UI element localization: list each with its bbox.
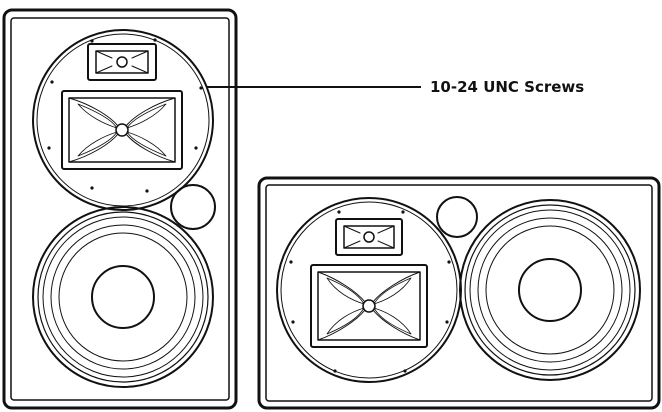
vertical-woofer-gasket [37, 211, 209, 383]
vertical-tweeter-throat [116, 56, 128, 68]
horizontal-midhorn-mouth [317, 271, 421, 341]
vertical-midhorn-mouth [68, 97, 176, 163]
horizontal-tweeter-flange [335, 218, 403, 256]
vertical-woofer-dustcap [91, 265, 155, 329]
horizontal-cabinet-inner [265, 184, 653, 402]
horizontal-midhorn-flange [310, 264, 428, 348]
screws-callout: 10-24 UNC Screws [207, 78, 584, 96]
horizontal-tweeter-horn [343, 225, 395, 249]
vertical-midhorn-petal-tl [68, 97, 119, 127]
vertical-woofer-frame [32, 206, 214, 388]
vertical-screw-holes [47, 38, 203, 193]
vertical-cabinet-outer [2, 8, 238, 410]
horizontal-woofer-cone [485, 225, 615, 355]
vertical-speaker [2, 8, 238, 410]
vertical-woofer-surround-inner [50, 224, 196, 370]
vertical-tweeter-flange [87, 43, 157, 81]
vertical-port [170, 184, 216, 230]
horizontal-woofer-gasket [464, 204, 636, 376]
horizontal-midhorn-petal-br [372, 309, 421, 341]
vertical-midhorn-petal-br [125, 133, 176, 163]
vertical-cabinet-inner [10, 17, 230, 401]
horizontal-woofer-surround-inner [477, 217, 623, 363]
horizontal-midhorn-petal-tl [317, 271, 366, 303]
vertical-midhorn-throat [115, 123, 129, 137]
horizontal-midhorn-petal-tr [372, 271, 421, 303]
horizontal-midhorn-throat [362, 299, 376, 313]
vertical-midhorn-flange [61, 90, 183, 170]
vertical-midhorn-petal-bl [68, 133, 119, 163]
horizontal-cabinet-outer [257, 176, 661, 410]
horizontal-port [436, 196, 478, 238]
horizontal-tweeter-throat [363, 231, 375, 243]
vertical-midhorn-petal-tr [125, 97, 176, 127]
vertical-baffle-plate [32, 29, 214, 211]
vertical-woofer-cone [58, 232, 188, 362]
horizontal-woofer-frame [459, 199, 641, 381]
horizontal-speaker [257, 176, 661, 410]
horizontal-baffle-plate-rim [280, 201, 458, 379]
vertical-woofer-surround-outer [42, 216, 204, 378]
horizontal-screw-holes [289, 210, 451, 373]
horizontal-woofer-surround-outer [469, 209, 631, 371]
horizontal-woofer-dustcap [518, 258, 582, 322]
vertical-tweeter-horn [95, 50, 149, 74]
callout-label: 10-24 UNC Screws [430, 78, 584, 96]
horizontal-midhorn-petal-bl [317, 309, 366, 341]
